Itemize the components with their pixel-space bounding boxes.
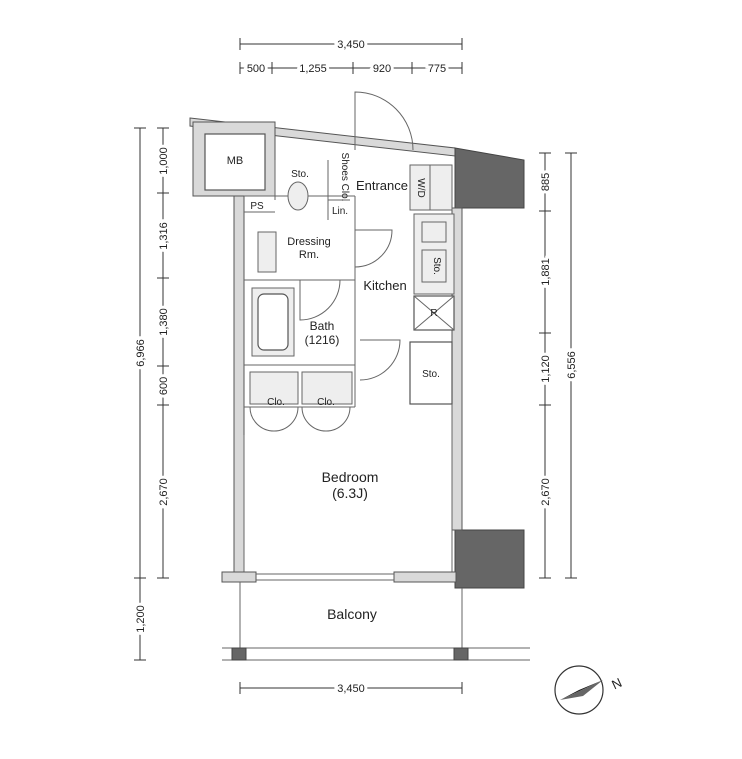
compass-north-label: N [609,675,624,693]
dressing-label: Dressing [287,236,330,248]
building-structure [189,117,530,661]
top-total-dimension: 3,450 [337,39,365,51]
bottom-total-dimension: 3,450 [337,683,365,695]
room-labels: MB PS Sto. Shoes Clo. Entrance W/D Lin. … [227,153,442,622]
left-total-dimension: 6,966 [135,339,147,367]
left-segment-dimension: 600 [158,377,170,395]
top-segment-dimension: 775 [428,63,446,75]
left-balcony-dimension: 1,200 [135,605,147,633]
wd-label: W/D [415,178,426,197]
top-dimensions: 3,450 500 1,255 920 775 [239,36,463,78]
refrigerator-label: R [430,308,437,319]
dressing-label-2: Rm. [299,249,319,261]
bath-label-2: (1216) [305,333,340,347]
bottom-dimensions: 3,450 [239,680,463,698]
shoes-clo-label: Shoes Clo. [339,153,350,202]
lin-label: Lin. [332,206,348,217]
clo-label: Clo. [267,397,285,408]
kitchen-label: Kitchen [363,278,406,293]
left-segment-dimension: 1,316 [158,222,170,250]
top-segment-dimension: 1,255 [299,63,327,75]
doors [249,91,414,432]
clo-label-2: Clo. [317,397,335,408]
top-segment-dimension: 920 [373,63,391,75]
bedroom-label-2: (6.3J) [332,485,368,501]
balcony-label: Balcony [327,606,377,622]
right-segment-dimension: 1,120 [540,355,552,383]
compass: N [554,665,624,715]
right-segment-dimension: 885 [540,173,552,191]
left-dimensions: 6,966 1,000 1,316 1,380 600 2,670 1,200 [132,127,173,661]
ps-label: PS [250,201,264,212]
bedroom-label: Bedroom [322,469,379,485]
sto-right-label: Sto. [422,369,440,380]
left-segment-dimension: 2,670 [158,478,170,506]
left-segment-dimension: 1,380 [158,308,170,336]
sto-top-label: Sto. [291,169,309,180]
sto-kitchen-label: Sto. [431,257,442,275]
top-segment-dimension: 500 [247,63,265,75]
mb-label: MB [227,155,244,167]
left-segment-dimension: 1,000 [158,147,170,175]
bath-label: Bath [310,319,335,333]
right-total-dimension: 6,556 [566,351,578,379]
entrance-label: Entrance [356,178,408,193]
right-segment-dimension: 2,670 [540,478,552,506]
fixtures [249,181,353,405]
right-segment-dimension: 1,881 [540,258,552,286]
right-dimensions: 6,556 885 1,881 1,120 2,670 [537,152,581,579]
